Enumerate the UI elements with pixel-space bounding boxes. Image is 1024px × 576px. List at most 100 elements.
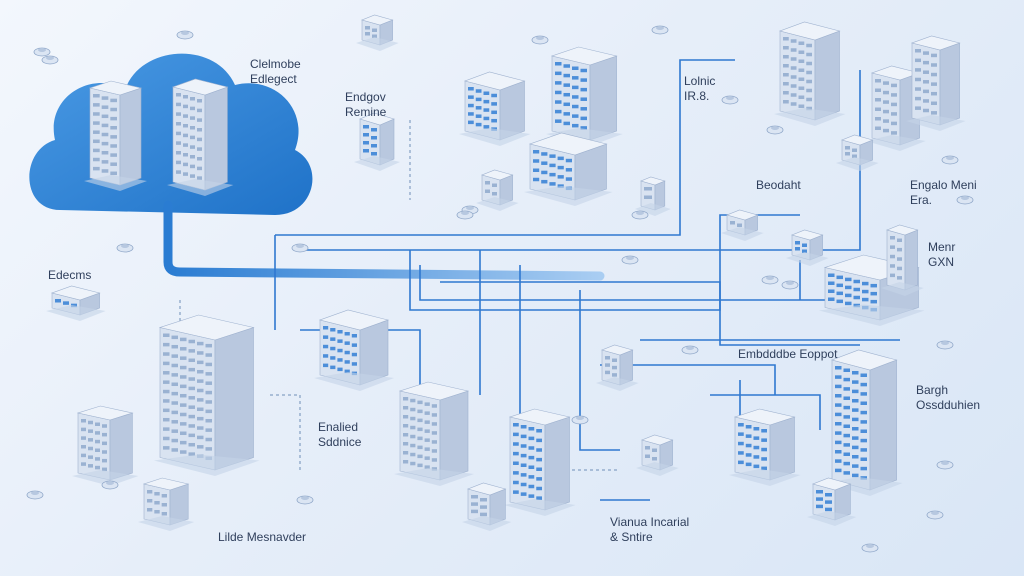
window <box>163 427 170 431</box>
window <box>852 408 859 412</box>
window <box>843 368 850 372</box>
window <box>852 399 859 403</box>
window <box>860 457 867 461</box>
window <box>197 176 202 180</box>
window <box>931 72 937 77</box>
window <box>923 51 929 55</box>
window <box>81 462 86 466</box>
window <box>183 114 188 118</box>
window <box>580 87 587 92</box>
window <box>188 367 195 372</box>
window <box>802 249 807 253</box>
window <box>513 423 519 427</box>
window <box>71 303 77 308</box>
building <box>807 477 857 526</box>
window <box>730 221 735 225</box>
window <box>557 175 564 179</box>
window <box>843 471 850 475</box>
window <box>891 112 897 116</box>
window <box>171 420 178 424</box>
window <box>176 131 181 136</box>
building <box>836 134 879 171</box>
window <box>513 490 519 494</box>
window <box>790 39 797 43</box>
building <box>774 21 846 126</box>
window <box>93 157 100 162</box>
window <box>183 162 188 167</box>
window <box>197 108 202 113</box>
window <box>330 328 336 332</box>
window <box>816 490 823 494</box>
window <box>403 397 409 401</box>
window <box>492 192 497 196</box>
window <box>351 362 357 366</box>
window <box>102 432 107 437</box>
window <box>798 41 805 45</box>
window <box>163 342 170 347</box>
window <box>897 266 902 271</box>
window <box>403 460 409 464</box>
window <box>475 114 482 118</box>
window <box>890 273 895 278</box>
window <box>176 102 181 107</box>
window <box>188 414 195 419</box>
window <box>520 473 527 477</box>
window <box>652 457 657 461</box>
window <box>323 344 329 349</box>
window <box>188 349 195 353</box>
building <box>72 405 139 486</box>
window <box>843 415 850 419</box>
building <box>476 169 519 211</box>
window <box>163 399 170 403</box>
label-vianua: Vianua Incarial& Sntire <box>610 515 690 544</box>
window <box>605 370 610 375</box>
window <box>745 425 752 429</box>
window <box>557 184 564 188</box>
window <box>197 416 204 421</box>
window <box>176 151 181 155</box>
window <box>183 104 188 109</box>
window <box>180 384 187 389</box>
window <box>480 505 487 509</box>
window <box>915 77 921 82</box>
window <box>471 509 478 514</box>
window <box>563 83 570 87</box>
window <box>485 181 490 185</box>
window <box>835 431 842 435</box>
window <box>802 243 807 247</box>
window <box>528 475 535 479</box>
window <box>197 99 202 103</box>
window <box>816 497 823 501</box>
window <box>93 166 100 171</box>
window <box>923 60 929 65</box>
window <box>323 354 329 358</box>
window <box>915 106 921 110</box>
window <box>835 440 842 445</box>
window <box>163 436 170 441</box>
window <box>363 141 369 145</box>
window <box>417 436 423 441</box>
window <box>190 164 195 169</box>
window <box>923 108 929 113</box>
window <box>180 365 187 370</box>
building <box>394 381 474 486</box>
window <box>798 86 805 90</box>
window <box>471 502 478 506</box>
device-node <box>33 47 51 57</box>
window <box>95 448 100 452</box>
window <box>468 95 474 99</box>
window <box>483 108 490 112</box>
window <box>783 46 789 50</box>
window <box>644 195 652 199</box>
window <box>205 381 212 385</box>
window <box>572 114 579 118</box>
window <box>836 275 843 280</box>
window <box>843 461 850 466</box>
window <box>483 91 490 95</box>
window <box>555 71 562 76</box>
window <box>883 109 889 114</box>
window <box>351 334 357 338</box>
window <box>424 402 430 406</box>
window <box>520 425 527 429</box>
